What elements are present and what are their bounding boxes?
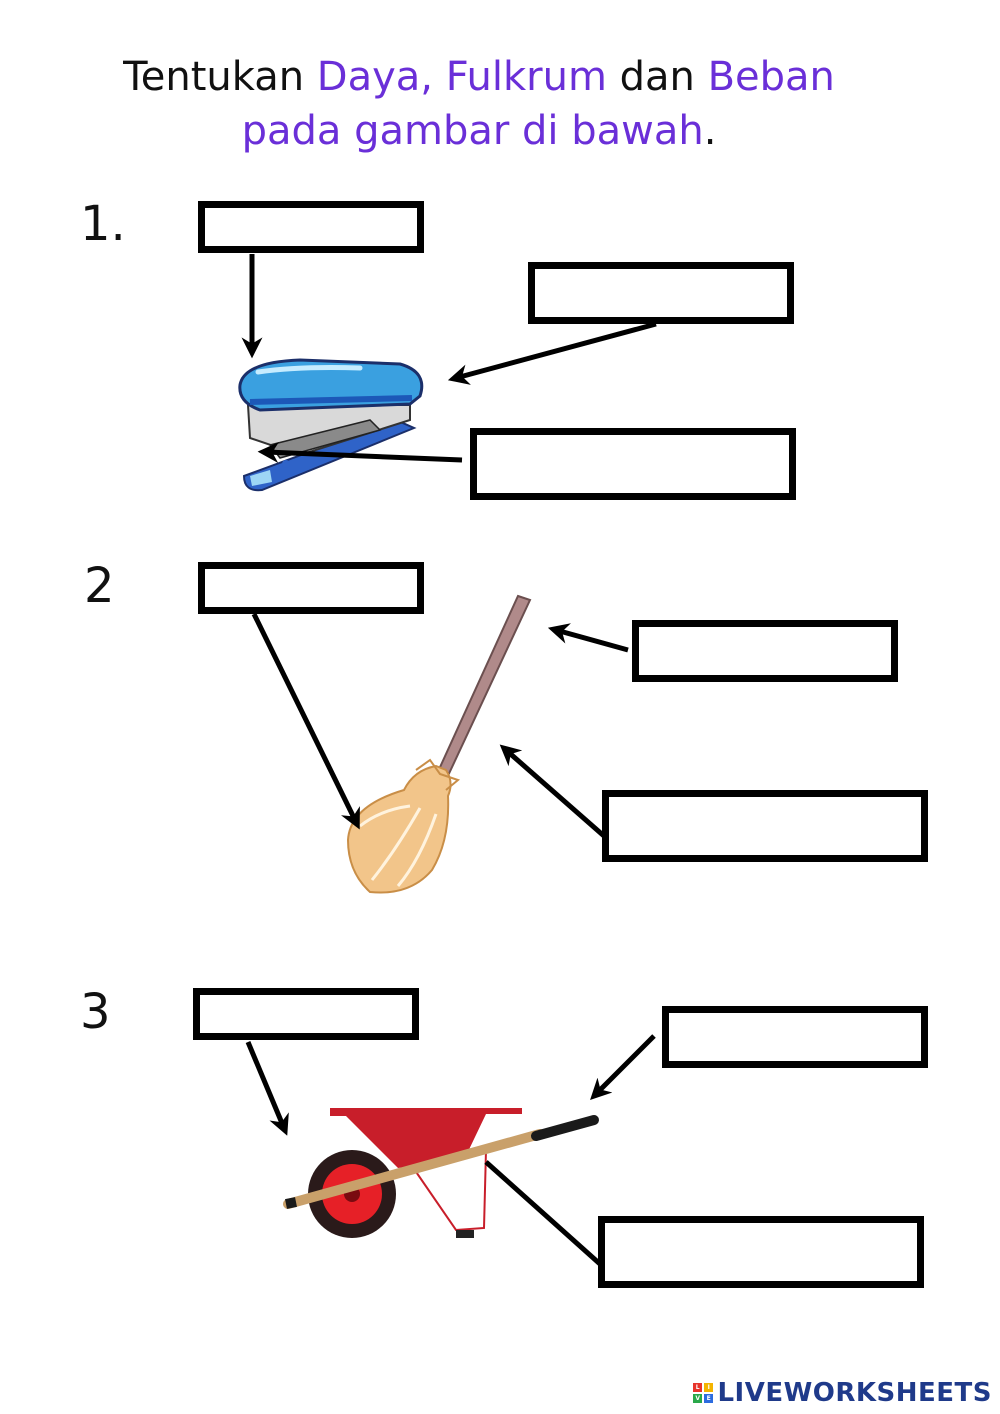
- brand-text: LIVEWORKSHEETS: [717, 1378, 992, 1408]
- arrow-q2-left: [251, 612, 360, 830]
- question-number-3: 3: [80, 984, 111, 1040]
- liveworksheets-logo-icon: L I V E: [693, 1383, 714, 1403]
- broom-image: [346, 594, 532, 894]
- answer-box-q1-top[interactable]: [198, 201, 424, 253]
- answer-box-q2-right[interactable]: [632, 620, 898, 682]
- instruction-line-2: pada gambar di bawah.: [241, 108, 717, 154]
- answer-box-q2-bottom[interactable]: [602, 790, 928, 862]
- question-number-1: 1.: [80, 196, 126, 252]
- answer-box-q3-top[interactable]: [193, 988, 419, 1040]
- arrow-q2-bottom-right: [499, 744, 606, 838]
- instruction-title: Tentukan Daya, Fulkrum dan Beban pada ga…: [0, 50, 958, 158]
- answer-box-q3-right[interactable]: [662, 1006, 928, 1068]
- question-number-2: 2: [84, 558, 115, 614]
- arrow-q1-bottom: [257, 442, 463, 464]
- answer-box-q1-right[interactable]: [528, 262, 794, 324]
- liveworksheets-brand: L I V E LIVEWORKSHEETS: [693, 1378, 992, 1408]
- stapler-image: [238, 358, 424, 492]
- answer-box-q3-bottom[interactable]: [598, 1216, 924, 1288]
- arrow-q3-top-right: [590, 1034, 656, 1100]
- arrow-q2-top-right: [547, 623, 629, 653]
- line-q3-bottom-right: [484, 1160, 602, 1266]
- arrow-q3-left: [245, 1041, 289, 1136]
- wheelbarrow-image: [283, 1108, 599, 1238]
- answer-box-q1-bottom[interactable]: [470, 428, 796, 500]
- arrow-q1-right: [447, 321, 657, 385]
- instruction-line-1: Tentukan Daya, Fulkrum dan Beban: [123, 54, 835, 100]
- answer-box-q2-top[interactable]: [198, 562, 424, 614]
